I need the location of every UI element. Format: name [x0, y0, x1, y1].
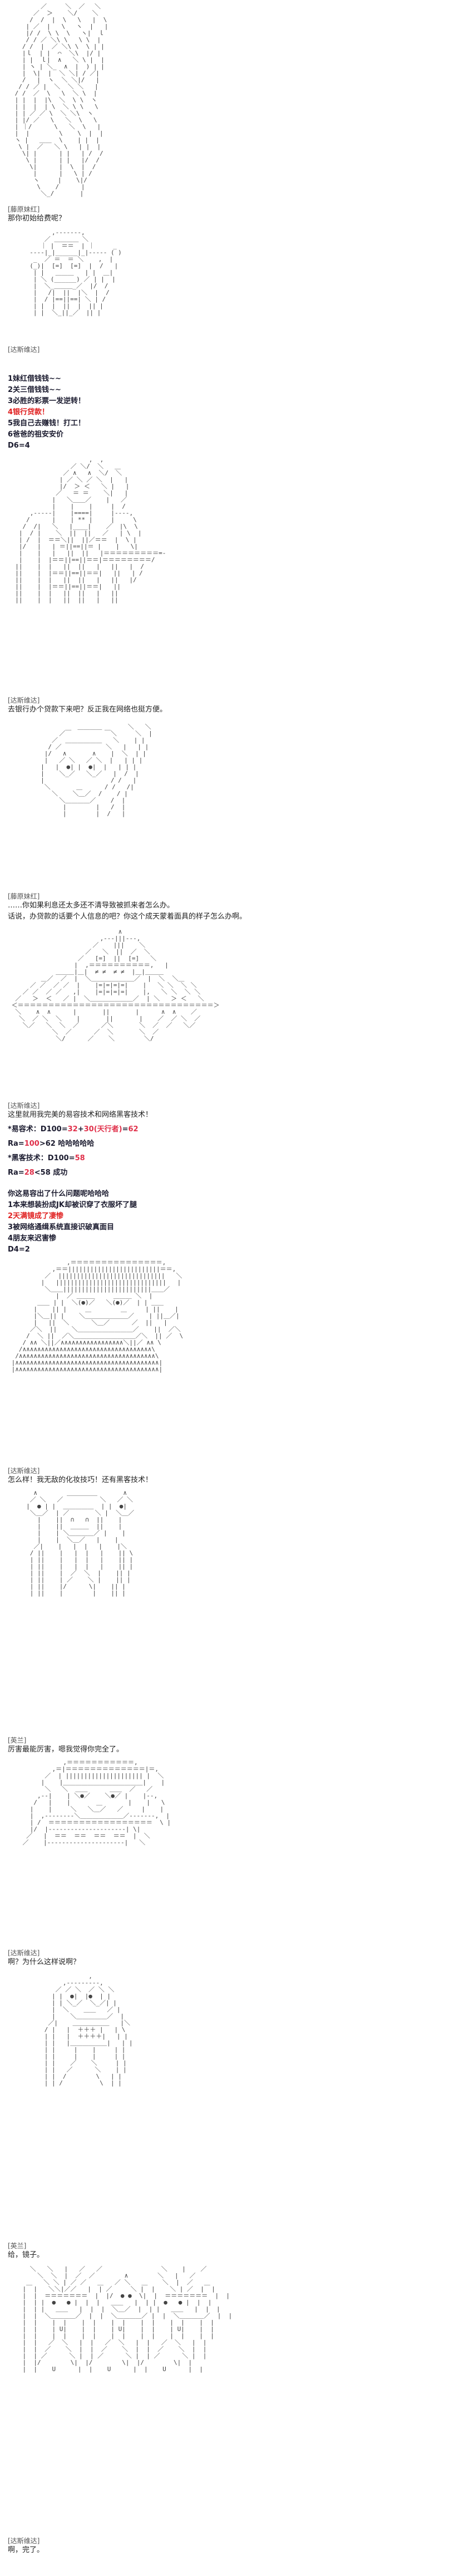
ascii-art-character-7: ∧ ＿＿＿＿＿ ∧ ／ ＼ ／ ＼ ／ ＼ | ● | | ＿＿＿＿＿ | | … — [26, 1490, 135, 1597]
ascii-art-character-10: ＼ ＼ | ／ ／ ＼ | ／ ＼ ＼ | ／ ／ ∧ ＼ | ／ ＿ ＼ ＼ … — [22, 2266, 233, 2373]
speaker-label: [达斯维达] — [8, 1467, 40, 1475]
speaker-label: [英兰] — [8, 1736, 27, 1744]
speaker-label: [达斯维达] — [8, 1949, 40, 1957]
option-item: 5我自己去赚钱！打工！ — [8, 419, 86, 428]
dice-roll: D4=2 — [8, 1245, 30, 1254]
ascii-art-character-5: ∧ ,‐‐‐|||‐‐‐, ／ ||| ＼ ／ ＼ || ／ ＼ ／ [=] |… — [11, 929, 220, 1042]
speaker-label: [藤原妹红] — [8, 205, 40, 213]
option-item: 1妹红借钱钱~~ — [8, 375, 61, 383]
speaker-label: [达斯维达] — [8, 346, 40, 354]
dialogue-line: 去银行办个贷款下来吧？反正我在网络也挺方便。 — [8, 705, 167, 714]
option-item: 4朋友来迟害惨 — [8, 1234, 57, 1243]
ascii-art-character-3: , , ／ ＼/ ＼ ＿ ／ ∧ ∧ ＼/ ＼ | ／ ＼ ／ ＼ | | |/… — [15, 457, 166, 603]
ascii-art-character-8: ,＝＝＝＝＝＝＝＝＝＝＝, ,＝|＝＝＝＝＝＝＝＝＝＝＝＝＝|＝, ／ | ||… — [22, 1759, 171, 1846]
dice-roll: D6=4 — [8, 441, 30, 450]
option-item: 3必胜的彩票一发逆转！ — [8, 397, 86, 405]
ascii-art-character-9: , ,‐‐‐‐‐‐‐‐‐, ／ ／ ＼ ／ ＼ ＼ | | ●| |● | | … — [44, 1973, 133, 2087]
ascii-art-character-6: ,＝＝＝＝＝＝＝＝＝＝＝＝＝＝＝, ,＝＝|||||||||||||||||||… — [11, 1259, 184, 1373]
option-header: 你这易容出了什么问题呢哈哈哈 — [8, 1190, 110, 1198]
ascii-art-character-4: ＿＿＿＿ ＼ ＼ ／￣ ￣＼ ＼ | ／ ＿＿＿＿＿＿ ＼ | | / ／ ＼ … — [41, 724, 152, 817]
ascii-art-character-1: ／ ＼ ／ ￣＼ ／ ＞ ＼/ ＼ / / | \ \ | \ | ／ | \ … — [14, 3, 108, 197]
dialogue-line: 啊，完了。 — [8, 2546, 45, 2554]
dialogue-line: 给，镜子。 — [8, 2251, 45, 2259]
roll-line-ra-1: Ra=100>62 哈哈哈哈哈 — [8, 1140, 95, 1148]
dialogue-line: 厉害最能厉害，嗯我觉得你完全了。 — [8, 1745, 124, 1754]
option-item: 3被网络通缉系统直接识破真面目 — [8, 1223, 115, 1231]
roll-line-ra-2: Ra=28<58 成功 — [8, 1169, 68, 1177]
dialogue-line: 这里就用我完美的易容技术和网络黑客技术！ — [8, 1111, 153, 1119]
dialogue-line: 怎么样！我无敌的化妆技巧！还有黑客技术！ — [8, 1476, 153, 1484]
roll-line-disguise: *易容术：D100=32+30(天行者)=62 — [8, 1125, 139, 1134]
option-item-selected: 2天满镜成了凄惨 — [8, 1212, 64, 1220]
dialogue-line: 那你初始给费呢？ — [8, 214, 66, 223]
speaker-label: [藤原妹红] — [8, 892, 40, 900]
speaker-label: [达斯维达] — [8, 1102, 40, 1110]
dialogue-line: ……你如果利息还太多还不清导致被抓来者怎么办。 — [8, 901, 175, 910]
speaker-label: [达斯维达] — [8, 696, 40, 704]
roll-line-hacking: *黑客技术：D100=58 — [8, 1154, 85, 1162]
option-item-selected: 4银行贷款！ — [8, 408, 50, 416]
option-item: 6爸爸的祖安安价 — [8, 430, 64, 439]
option-item: 1本来想装扮成JK却被识穿了衣服坏了腿 — [8, 1201, 137, 1209]
ascii-art-character-2: ,‐‐‐‐‐‐‐, ／ ＿＿＿＿ ＼ ｜ | ＝＝ | ｜ _ -‐‐‐|_|_… — [29, 229, 122, 316]
dialogue-line: 啊？为什么这样说啊？ — [8, 1958, 81, 1966]
speaker-label: [达斯维达] — [8, 2537, 40, 2545]
dialogue-line: 话说，办贷款的话要个人信息的吧？你这个成天蒙着面具的样子怎么办啊。 — [8, 912, 247, 921]
speaker-label: [英兰] — [8, 2242, 27, 2250]
option-item: 2关三借钱钱~~ — [8, 386, 61, 394]
